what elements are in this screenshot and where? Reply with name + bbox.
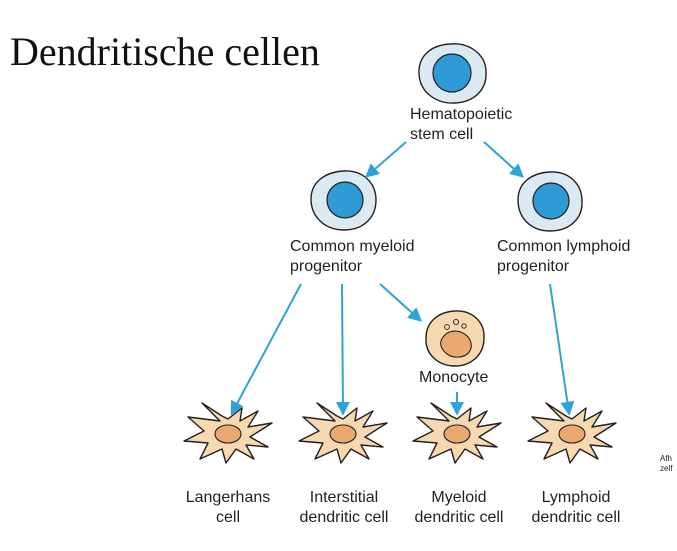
arrow-cmp-to-langerhans bbox=[230, 283, 302, 416]
arrow-hsc-to-cmp bbox=[364, 141, 407, 178]
lymphoid-dc-icon bbox=[527, 402, 617, 464]
myeloid-dc-icon bbox=[412, 402, 502, 464]
arrow-cmp-to-interstitial bbox=[335, 283, 350, 416]
myeloid-dc-label: Myeloid dendritic cell bbox=[414, 489, 504, 526]
hsc-cell-icon bbox=[418, 43, 487, 104]
page-title: Dendritische cellen bbox=[10, 29, 320, 74]
hsc-label: Hematopoietic stem cell bbox=[410, 106, 513, 143]
arrow-hsc-to-clp bbox=[483, 141, 525, 178]
monocyte-cell-icon bbox=[425, 310, 485, 367]
langerhans-label: Langerhans cell bbox=[185, 489, 271, 526]
cmp-label: Common myeloid progenitor bbox=[290, 238, 415, 275]
side-note: Afh zelf bbox=[660, 454, 673, 473]
arrow-cmp-to-monocyte bbox=[379, 283, 423, 322]
monocyte-label: Monocyte bbox=[419, 369, 489, 386]
clp-cell-icon bbox=[517, 171, 583, 232]
langerhans-dc-icon bbox=[183, 402, 273, 464]
interstitial-label: Interstitial dendritic cell bbox=[299, 489, 389, 526]
arrow-clp-to-lymphoid-dc bbox=[549, 283, 575, 416]
clp-label: Common lymphoid progenitor bbox=[497, 238, 631, 275]
lymphoid-dc-label: Lymphoid dendritic cell bbox=[531, 489, 621, 526]
cmp-cell-icon bbox=[310, 170, 377, 231]
interstitial-dc-icon bbox=[298, 402, 388, 464]
